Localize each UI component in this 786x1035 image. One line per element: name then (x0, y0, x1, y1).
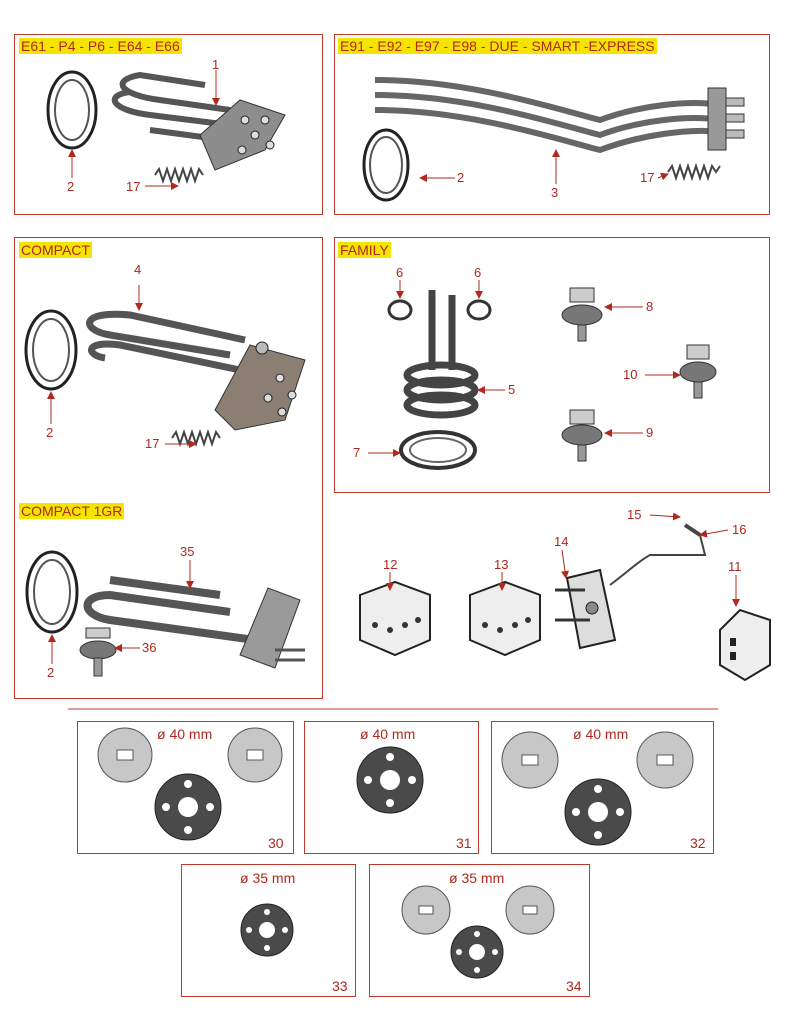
small-gasket-icon (387, 299, 492, 321)
panel-e61 (14, 34, 323, 215)
switch-block-icon (359, 580, 431, 657)
cover-block-icon (719, 608, 771, 682)
thermostat-icon (79, 627, 117, 677)
gasket-ring-icon (362, 128, 410, 202)
diameter-label: ø 40 mm (360, 726, 416, 742)
callout-2: 2 (457, 170, 465, 185)
plate-number-32: 32 (690, 835, 706, 851)
callout-17: 17 (126, 179, 141, 194)
spring-icon (171, 428, 221, 448)
rubber-plate-icon (154, 773, 222, 841)
callout-2: 2 (67, 179, 75, 194)
callout-17: 17 (145, 436, 160, 451)
section-title-e61: E61 - P4 - P6 - E64 - E66 (19, 38, 182, 54)
flat-gasket-icon (399, 430, 477, 470)
rubber-plate-icon (356, 746, 424, 814)
callout-1: 1 (212, 57, 220, 72)
plate-box-31 (304, 721, 479, 854)
diameter-label: ø 40 mm (157, 726, 213, 742)
callout-2: 2 (47, 665, 55, 680)
rubber-plate-icon (564, 778, 632, 846)
flange-icon (239, 587, 305, 669)
panel-compact (14, 237, 323, 699)
diameter-label: ø 35 mm (449, 870, 505, 886)
callout-36: 36 (142, 640, 157, 655)
plate-number-31: 31 (456, 835, 472, 851)
callout-17: 17 (640, 170, 655, 185)
plate-box-33 (181, 864, 356, 997)
thermostat-icon (679, 344, 717, 399)
flange-icon (214, 341, 306, 431)
callout-2: 2 (46, 425, 54, 440)
plate-box-34 (369, 864, 590, 997)
plate-number-34: 34 (566, 978, 582, 994)
thermostat-icon (561, 287, 603, 342)
heating-element-icon (86, 310, 246, 374)
callout-35: 35 (180, 544, 195, 559)
callout-3: 3 (551, 185, 559, 200)
section-title-family: FAMILY (338, 242, 391, 258)
flange-icon (707, 87, 745, 151)
diameter-label: ø 40 mm (573, 726, 629, 742)
callout-5: 5 (508, 382, 516, 397)
metal-plate-icon (501, 731, 694, 789)
switch-block-icon (469, 580, 541, 657)
gasket-ring-icon (25, 550, 79, 634)
panel-e91 (334, 34, 770, 215)
callout-15: 15 (627, 507, 642, 522)
callout-14: 14 (554, 534, 569, 549)
callout-10: 10 (623, 367, 638, 382)
long-heating-element-icon (374, 77, 721, 154)
plate-box-30 (77, 721, 294, 854)
callout-4: 4 (134, 262, 142, 277)
plate-number-30: 30 (268, 835, 284, 851)
spring-icon (154, 165, 204, 185)
callout-9: 9 (646, 425, 654, 440)
callout-6: 6 (396, 265, 404, 280)
callout-16: 16 (732, 522, 747, 537)
rubber-plate-icon (240, 903, 294, 957)
callout-7: 7 (353, 445, 361, 460)
thermostat-icon (561, 409, 603, 462)
pressure-switch-icon (555, 523, 707, 650)
spring-icon (667, 162, 721, 182)
callout-11: 11 (728, 559, 742, 574)
panel-family (334, 237, 770, 493)
callout-6: 6 (474, 265, 482, 280)
rubber-plate-icon (450, 925, 504, 979)
heating-element-icon (83, 576, 256, 644)
section-title-compact-1gr: COMPACT 1GR (19, 503, 125, 519)
plate-number-33: 33 (332, 978, 348, 994)
callout-8: 8 (646, 299, 654, 314)
coil-element-icon (403, 290, 479, 419)
section-title-e91: E91 - E92 - E97 - E98 - DUE - SMART -EXP… (338, 38, 657, 54)
gasket-ring-icon (24, 309, 78, 391)
metal-plate-icon (401, 885, 555, 935)
plate-box-32 (491, 721, 714, 854)
flange-icon (199, 99, 286, 171)
callout-13: 13 (494, 557, 509, 572)
callout-12: 12 (383, 557, 398, 572)
gasket-ring-icon (46, 70, 98, 150)
diameter-label: ø 35 mm (240, 870, 296, 886)
metal-plate-icon (97, 727, 283, 783)
section-title-compact: COMPACT (19, 242, 92, 258)
